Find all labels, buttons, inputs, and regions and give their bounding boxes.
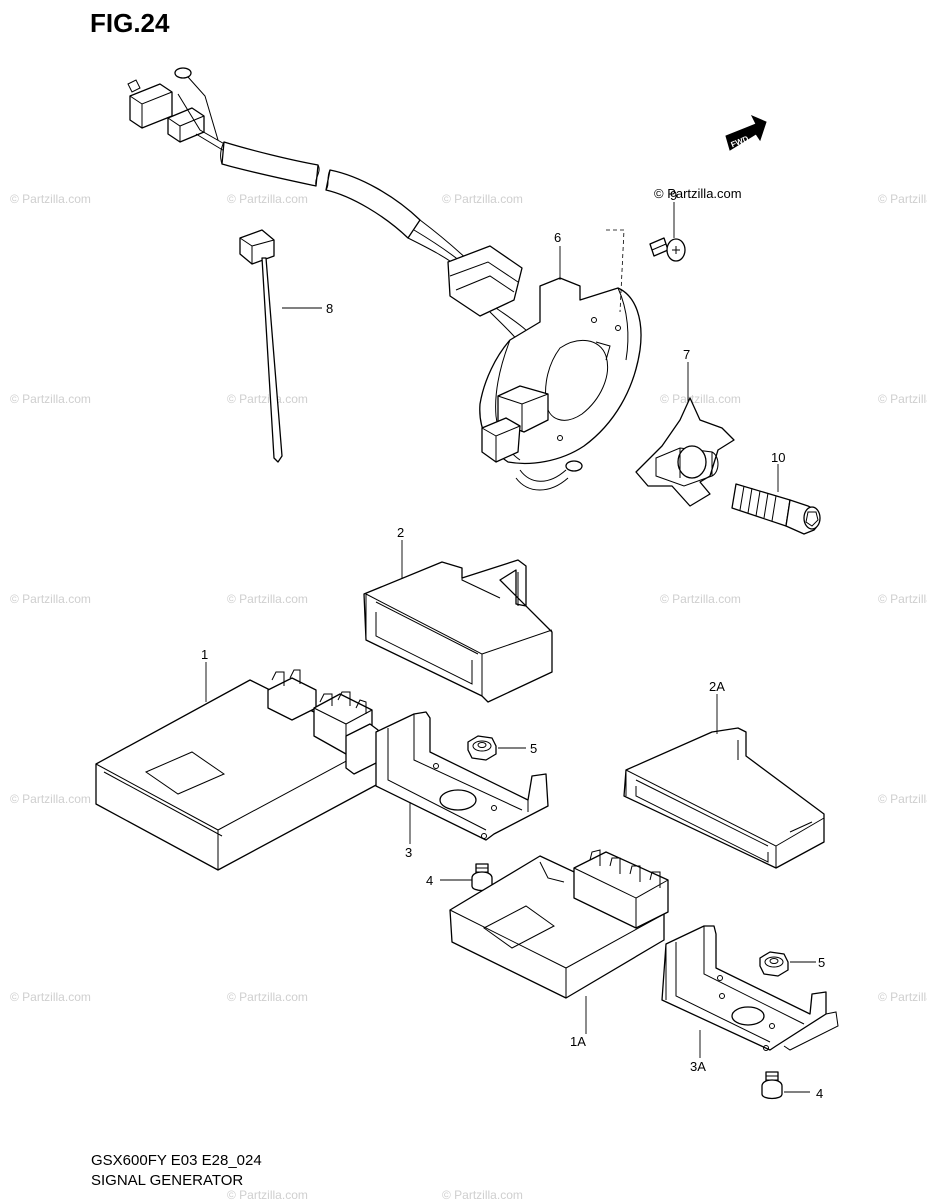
watermark: © Partzilla.com [878,792,927,806]
front-arrow-icon: FWD [725,115,767,151]
callout-6: 6 [554,230,561,245]
watermark: © Partzilla.com [878,592,927,606]
watermark: © Partzilla.com [10,192,91,206]
igniter-bracket [375,711,549,841]
copyright-notice: © Partzilla.com [654,186,742,201]
callout-4-lower: 4 [816,1086,823,1101]
cable-tie [239,229,283,463]
callout-3: 3 [405,845,412,860]
rotor-bolt [731,483,821,535]
callout-1a: 1A [570,1034,586,1049]
igniter-unit [95,669,379,871]
watermark: © Partzilla.com [660,392,741,406]
watermark: © Partzilla.com [227,1188,308,1202]
callout-10: 10 [771,450,785,465]
callout-leaders [205,202,816,1093]
callout-4: 4 [426,873,433,888]
watermark: © Partzilla.com [227,990,308,1004]
watermark: © Partzilla.com [227,592,308,606]
watermark: © Partzilla.com [10,990,91,1004]
wire-harness [127,67,539,411]
igniter-cover [363,559,553,703]
watermark: © Partzilla.com [10,392,91,406]
watermark: © Partzilla.com [660,592,741,606]
callout-1: 1 [201,647,208,662]
watermark: © Partzilla.com [10,792,91,806]
watermark: © Partzilla.com [878,392,927,406]
model-code: GSX600FY E03 E28_024 [91,1152,262,1169]
section-title: SIGNAL GENERATOR [91,1172,244,1189]
screw-9 [649,237,686,262]
nut-5 [467,735,497,761]
igniter-bracket-3a [661,925,839,1051]
callout-labels: 1 1A 2 2A 3 3A 4 4 5 5 6 7 8 9 10 [201,188,825,1101]
callout-5-lower: 5 [818,955,825,970]
callout-5: 5 [530,741,537,756]
pickup-plate [479,277,642,491]
callout-2a: 2A [709,679,725,694]
watermark: © Partzilla.com [442,1188,523,1202]
signal-rotor [635,397,735,507]
bolt-4-lower [761,1071,783,1100]
nut-5-lower [759,951,789,977]
watermark: © Partzilla.com [878,990,927,1004]
watermark: © Partzilla.com [227,392,308,406]
figure-title: FIG.24 [90,8,170,38]
watermark: © Partzilla.com [227,192,308,206]
igniter-cover-2a [623,727,825,869]
watermark: © Partzilla.com [878,192,927,206]
callout-2: 2 [397,525,404,540]
igniter-unit-1a [449,849,669,999]
callout-9: 9 [670,188,677,203]
callout-7: 7 [683,347,690,362]
callout-3a: 3A [690,1059,706,1074]
watermark: © Partzilla.com [442,192,523,206]
watermark: © Partzilla.com [10,592,91,606]
callout-8: 8 [326,301,333,316]
